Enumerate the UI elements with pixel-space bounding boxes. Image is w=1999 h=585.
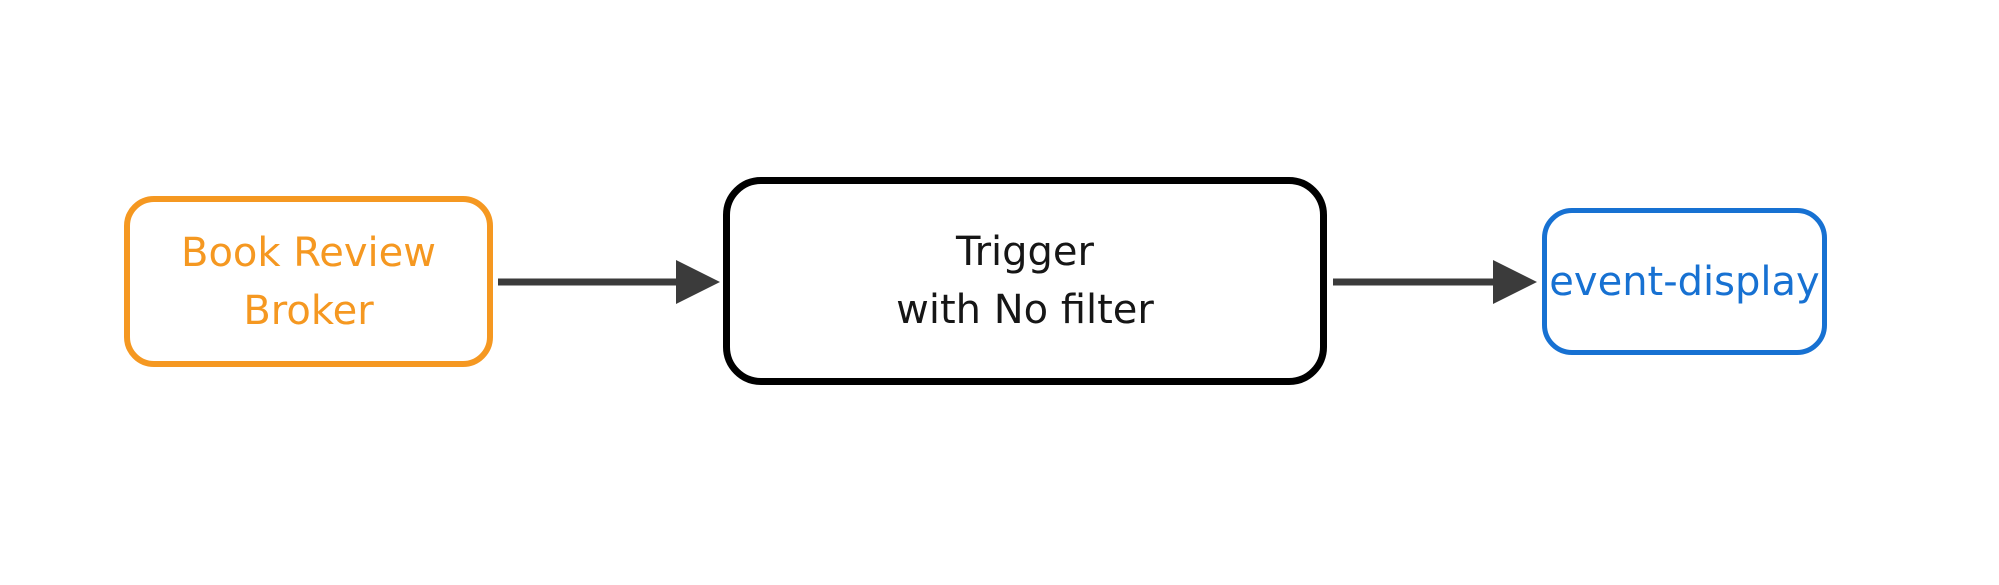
node-trigger-label-line1: Trigger [956, 229, 1094, 275]
arrow-broker-to-trigger-head-icon [676, 260, 720, 304]
node-event-display: event-display [1542, 208, 1827, 355]
node-trigger-with-no-filter: Trigger with No filter [723, 177, 1327, 385]
node-book-review-broker: Book Review Broker [124, 196, 493, 367]
node-book-review-broker-label-line1: Book Review [181, 229, 436, 276]
node-trigger-label-line2: with No filter [896, 287, 1154, 333]
node-event-display-label: event-display [1549, 258, 1820, 305]
arrow-broker-to-trigger [498, 260, 720, 304]
arrow-trigger-to-event-display-head-icon [1493, 260, 1537, 304]
node-book-review-broker-label-line2: Broker [243, 287, 374, 334]
arrow-trigger-to-event-display [1333, 260, 1537, 304]
